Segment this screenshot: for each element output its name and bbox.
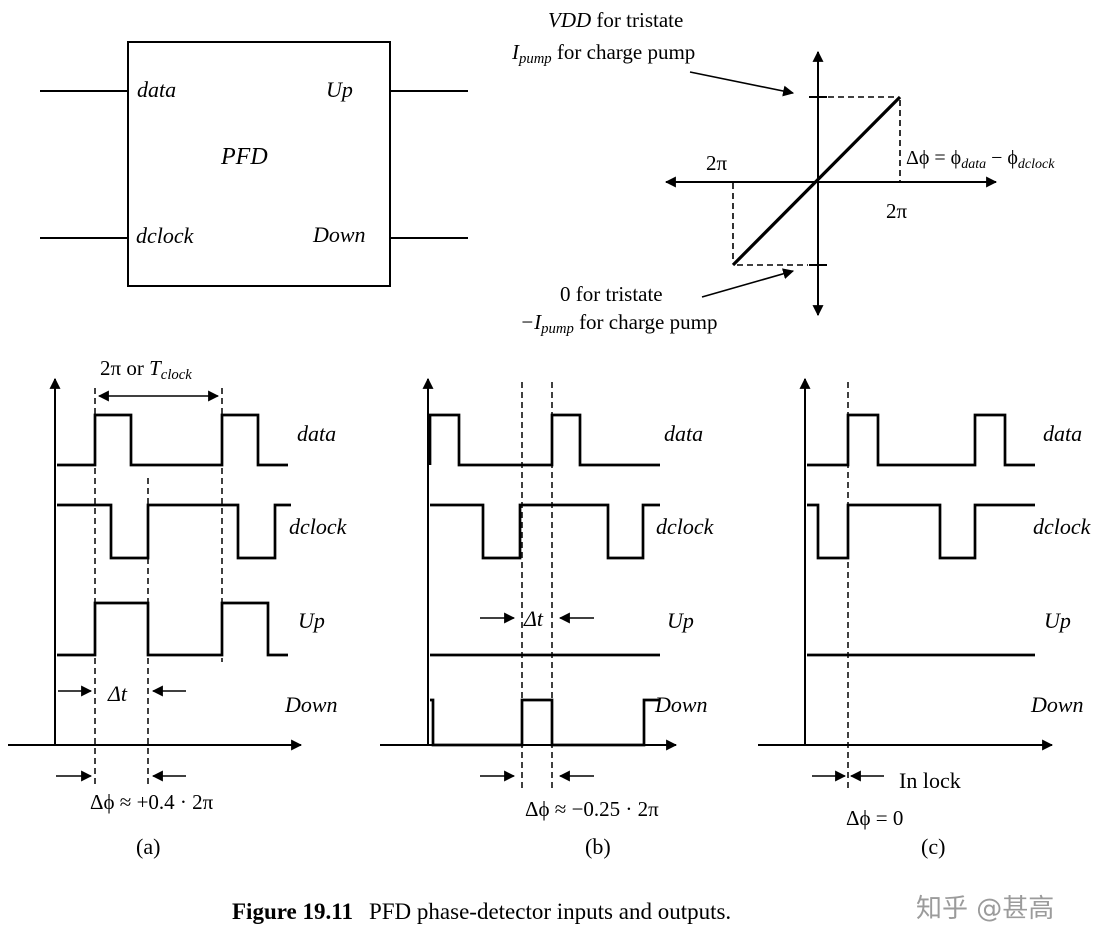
phase-label-c: Δϕ = 0 — [846, 806, 904, 830]
transfer-dashed-guides — [732, 96, 901, 266]
waveform-a-dclock — [57, 503, 291, 560]
sub-label-b: (b) — [585, 834, 611, 859]
dt-label-a: Δt — [108, 681, 128, 706]
waveform-c-data — [807, 413, 1035, 467]
pfd-title-label: PFD — [221, 144, 268, 170]
signal-a-down-label: Down — [285, 692, 338, 717]
transfer-diagonal-line — [731, 95, 902, 267]
phase-label-b: Δϕ ≈ −0.25 · 2π — [525, 797, 659, 821]
figure-caption-text: PFD phase-detector inputs and outputs. — [368, 899, 732, 924]
transfer-top-label-line1: VDD for tristate — [548, 8, 683, 32]
ipump-rest: for charge pump — [551, 40, 696, 64]
top-annotation-arrow — [689, 71, 795, 97]
diagram-a-dashed-guides — [94, 388, 223, 788]
neg-ipump-var: −I — [520, 310, 542, 334]
phase-eq-mid: − ϕ — [986, 147, 1018, 169]
pfd-input-data-label: data — [137, 77, 177, 102]
signal-c-dclock-label: dclock — [1033, 514, 1091, 539]
pfd-block-outline — [40, 41, 468, 287]
watermark: 知乎 @甚高 — [916, 894, 1055, 924]
ipump-var: I — [512, 40, 519, 64]
pfd-output-up-label: Up — [326, 77, 353, 102]
waveform-a-up — [57, 601, 288, 657]
figure-caption: Figure 19.11 PFD phase-detector inputs an… — [232, 899, 731, 925]
vdd-var: VDD — [548, 8, 592, 32]
neg-ipump-sub: pump — [541, 321, 574, 338]
phase-eq-pre: Δϕ = ϕ — [906, 147, 962, 169]
signal-c-up-label: Up — [1044, 608, 1071, 633]
period-pre: 2π or — [100, 356, 150, 380]
timing-diagram-c-lines — [758, 377, 1054, 788]
sub-label-c: (c) — [921, 834, 946, 859]
signal-c-down-label: Down — [1031, 692, 1084, 717]
period-var: T — [149, 356, 161, 380]
pfd-input-dclock-label: dclock — [136, 223, 194, 248]
transfer-bottom-label-line1: 0 for tristate — [560, 282, 663, 306]
sub-label-a: (a) — [136, 834, 161, 859]
transfer-x-right-tick-label: 2π — [886, 199, 908, 223]
ipump-sub: pump — [519, 51, 552, 68]
signal-b-down-label: Down — [655, 692, 708, 717]
signal-a-dclock-label: dclock — [289, 514, 347, 539]
waveform-b-data — [428, 413, 660, 467]
transfer-phase-axis-label: Δϕ = ϕdata − ϕdclock — [906, 147, 1054, 173]
signal-b-up-label: Up — [667, 608, 694, 633]
pfd-output-down-label: Down — [313, 222, 366, 247]
transfer-top-label-line2: Ipump for charge pump — [512, 40, 695, 68]
timing-diagram-b-lines — [380, 377, 678, 788]
waveform-b-dclock — [430, 503, 660, 560]
period-sub: clock — [160, 367, 192, 384]
signal-c-data-label: data — [1043, 421, 1083, 446]
bottom-annotation-arrow — [701, 268, 795, 298]
transfer-bottom-label-line2: −Ipump for charge pump — [520, 310, 717, 338]
phase-eq-sub2: dclock — [1017, 156, 1055, 172]
transfer-curve-axes — [664, 50, 998, 317]
vdd-rest: for tristate — [591, 8, 684, 32]
diagram-b-dashed-guides — [521, 382, 553, 788]
period-label: 2π or Tclock — [100, 356, 192, 384]
dt-label-b: Δt — [524, 606, 544, 631]
signal-b-dclock-label: dclock — [656, 514, 714, 539]
timing-diagram-a-lines — [8, 377, 303, 788]
signal-b-data-label: data — [664, 421, 704, 446]
figure-caption-number: Figure 19.11 — [232, 899, 353, 924]
phase-label-a: Δϕ ≈ +0.4 · 2π — [90, 790, 214, 814]
inlock-label: In lock — [899, 768, 961, 793]
neg-ipump-rest: for charge pump — [573, 310, 718, 334]
waveform-b-down — [430, 698, 659, 747]
waveform-a-data — [57, 413, 288, 467]
phase-eq-sub1: data — [961, 156, 987, 172]
signal-a-data-label: data — [297, 421, 337, 446]
waveform-c-dclock — [807, 503, 1035, 560]
signal-a-up-label: Up — [298, 608, 325, 633]
transfer-x-left-tick-label: 2π — [706, 151, 728, 175]
